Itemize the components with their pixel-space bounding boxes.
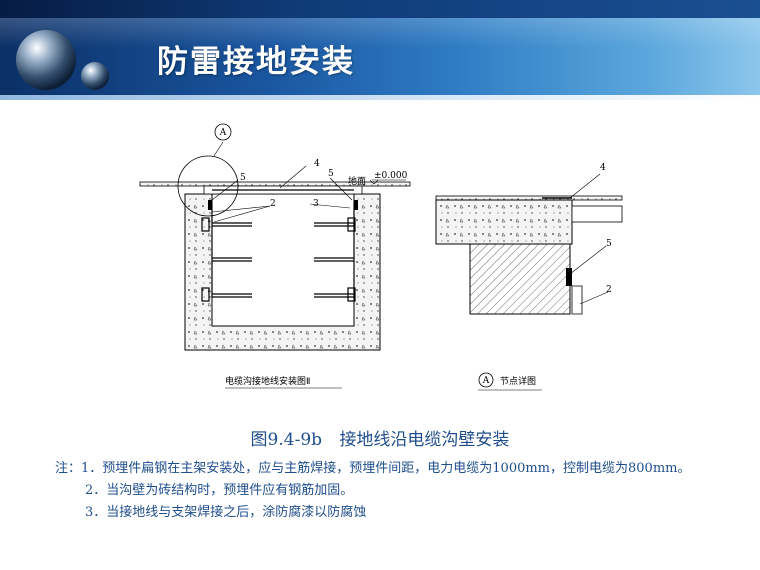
label-2: 2 — [270, 199, 276, 209]
note-2: 2．当沟壁为砖结构时，预埋件应有钢筋加固。 — [85, 483, 354, 498]
callout-marker-a: A — [219, 128, 227, 138]
figure-number: 图9.4-9b — [250, 430, 323, 450]
page-title: 防雷接地安装 — [157, 44, 355, 80]
detail-label-5: 5 — [606, 239, 612, 249]
label-3: 3 — [313, 199, 319, 209]
decorative-orbs-icon — [16, 30, 109, 90]
banner-separator — [0, 95, 760, 100]
banner-top-bar — [0, 0, 760, 18]
caption-marker-a: A — [482, 376, 490, 386]
figure-title: 接地线沿电缆沟壁安装 — [339, 430, 510, 450]
banner-sheen — [0, 18, 760, 48]
title-banner: 防雷接地安装 — [0, 0, 760, 100]
node-detail-view: 4 5 2 A 节点详图 — [435, 163, 623, 391]
label-5-right: 5 — [328, 169, 334, 179]
figure-caption: 图9.4-9b 接地线沿电缆沟壁安装 — [0, 425, 760, 450]
label-5-left: 5 — [240, 173, 246, 183]
drawing-caption-left: 电缆沟接地线安装图Ⅱ — [225, 375, 310, 387]
detail-label-2: 2 — [606, 285, 612, 295]
elevation-label: ±0.000 — [374, 171, 408, 181]
detail-label-4: 4 — [600, 163, 606, 173]
note-1: 注：1．预埋件扁钢在主架安装处，应与主筋焊接，预埋件间距，电力电缆为1000mm… — [55, 461, 691, 476]
ground-label: 地面 — [348, 175, 366, 187]
trench-section-view: A 4 5 5 3 2 地面 ±0.000 电缆沟接地线安装图Ⅱ — [139, 123, 411, 389]
drawing-caption-right: 节点详图 — [500, 375, 536, 387]
note-3: 3．当接地线与支架焊接之后，涂防腐漆以防腐蚀 — [85, 505, 367, 520]
notes: 注：1．预埋件扁钢在主架安装处，应与主筋焊接，预埋件间距，电力电缆为1000mm… — [55, 458, 735, 524]
label-4: 4 — [314, 159, 320, 169]
technical-drawing: A 4 5 5 3 2 地面 ±0.000 电缆沟接地线安装图Ⅱ — [139, 123, 623, 391]
